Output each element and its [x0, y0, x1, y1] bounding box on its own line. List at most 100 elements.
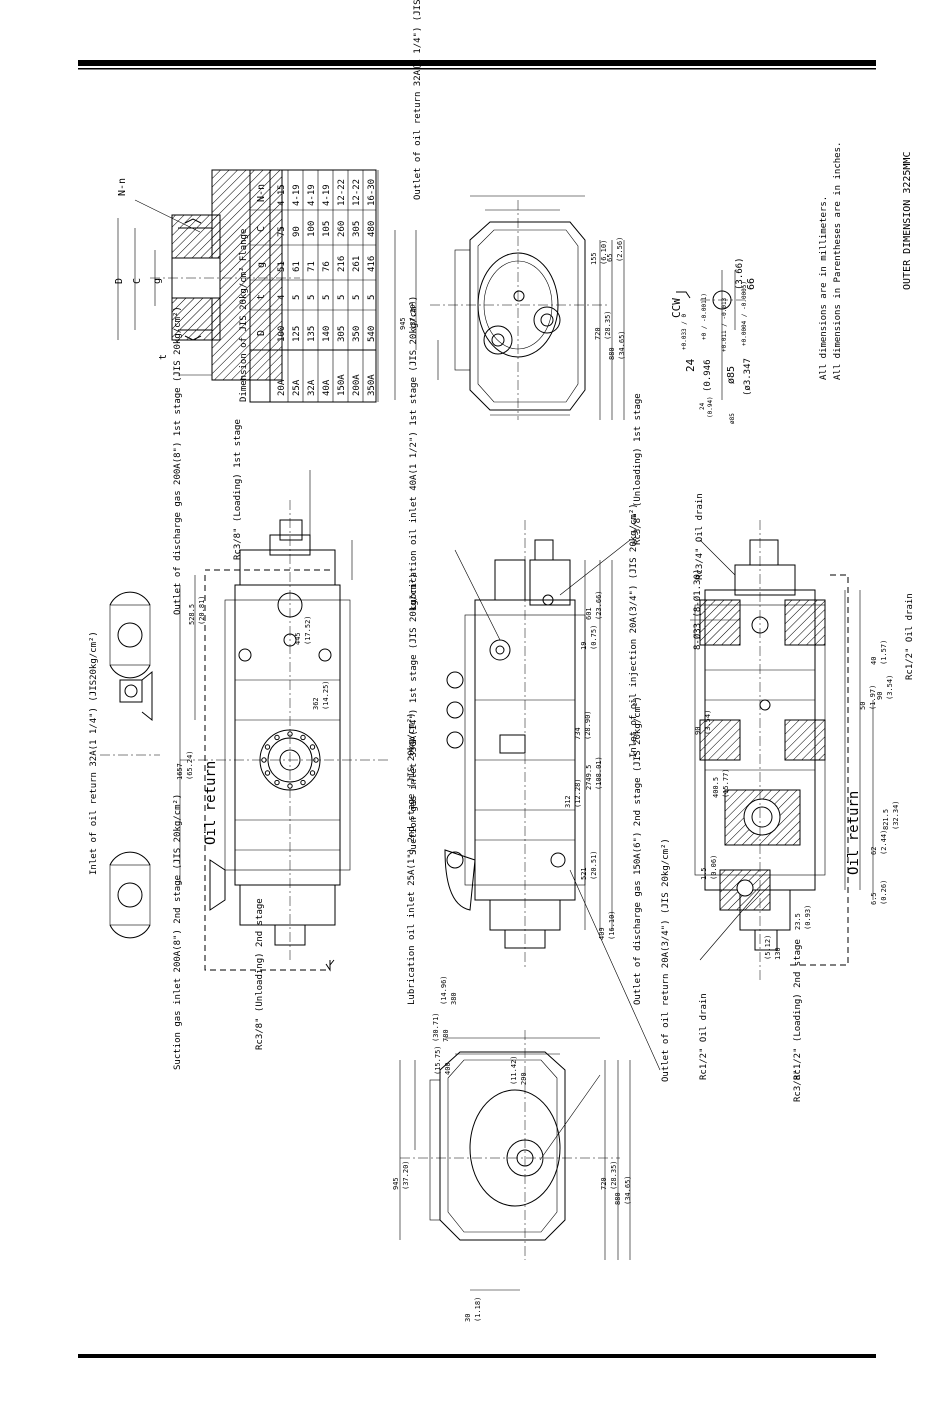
flange-cell-d: 125	[292, 326, 302, 342]
label-rc12-oil-drain-b: Rc1/2" Oil drain	[699, 993, 709, 1080]
compressor-view-right	[694, 520, 874, 980]
flange-table: Dimension of JIS 20kg/cm² Flange 20A 100 4…	[239, 169, 379, 403]
flange-cell-c: 260	[337, 221, 347, 237]
shaft-dim-85-small: ø85	[729, 413, 736, 424]
flange-table-title: Dimension of JIS 20kg/cm² Flange	[239, 229, 249, 402]
side-flange-left	[100, 591, 160, 939]
dim-d30: 30	[464, 1314, 472, 1322]
dim-d50: 50	[859, 702, 867, 710]
dim-d880a-in: (34.65)	[618, 330, 626, 360]
dim-d90: 90	[694, 727, 702, 735]
flange-cell-c: 100	[307, 221, 317, 237]
flange-cell-nn: 12-22	[352, 179, 362, 206]
label-outlet-oil-return-32a: Outlet of oil return 32A(1 1/4") (JIS 20…	[413, 0, 423, 200]
flange-cell-c: 90	[292, 226, 302, 237]
flange-cell-d: 140	[322, 326, 332, 342]
dim-d409-in: (16.10)	[608, 910, 616, 940]
flange-cell-g: 216	[337, 256, 347, 272]
label-rc34-oil-drain: Rc3/4" Oil drain	[695, 493, 705, 580]
dim-d880b: 880	[614, 1192, 622, 1205]
label-rc12-oil-drain: Rc1/2" Oil drain	[905, 593, 915, 680]
flange-cell-size: 20A	[277, 379, 287, 396]
flange-cell-g: 71	[307, 261, 317, 272]
end-view-lower	[399, 1030, 631, 1291]
top-border-rule-thin	[78, 68, 876, 70]
dim-d601: 601	[585, 607, 593, 620]
flange-cell-g: 76	[322, 261, 332, 272]
flange-cell-g: 61	[292, 261, 302, 272]
flange-cell-size: 350A	[367, 374, 377, 396]
dim-d720a-in: (28.35)	[604, 310, 612, 340]
dim-d821-5-in: (32.34)	[892, 800, 900, 830]
flange-cell-size: 150A	[337, 374, 347, 396]
col-head-d: D	[256, 330, 267, 336]
flange-label-t: t	[158, 354, 169, 360]
label-outlet-discharge-2nd: Outlet of discharge gas 150A(6") 2nd sta…	[633, 696, 643, 1005]
flange-cell-t: 5	[322, 295, 332, 300]
shaft-dim-66-in: (3.66)	[735, 257, 745, 290]
dim-d720b: 720	[600, 1177, 608, 1190]
shaft-dim-24-small: 24	[699, 402, 706, 410]
dim-d880a: 880	[608, 347, 616, 360]
dim-d1-5: 1.5	[700, 867, 708, 880]
flange-cell-d: 100	[277, 326, 287, 342]
dim-d400-5: 400.5	[712, 777, 720, 798]
shaft-dim-85-tol: +0.011 / -0.013	[721, 297, 728, 352]
sheet-title: OUTER DIMENSION 3225MMC	[902, 152, 913, 290]
label-holes: 8-Ø33 (8-Ø1.30)	[692, 569, 703, 650]
dim-d2749: 2749.5	[585, 765, 593, 790]
dim-d40: 40	[870, 657, 878, 665]
dim-d90-in: (3.54)	[704, 710, 712, 735]
dim-d601-in: (23.66)	[595, 590, 603, 620]
dim-d23-5: 23.5	[794, 913, 802, 930]
dim-d400: 400	[444, 1062, 452, 1075]
dim-d720a: 720	[594, 327, 602, 340]
dim-d734-in: (28.90)	[584, 710, 592, 740]
dim-d90b: 90	[876, 692, 884, 700]
flange-cell-g: 416	[367, 256, 377, 272]
flange-cell-t: 5	[292, 295, 302, 300]
compressor-view-middle	[444, 520, 613, 970]
shaft-detail: CCW	[670, 270, 745, 400]
dim-d521-in: (20.51)	[590, 850, 598, 880]
dim-d130-in: (5.12)	[764, 935, 772, 960]
dim-d6-5: 6.5	[870, 892, 878, 905]
shaft-dim-24-in-tol: +0 / -0.0011)	[701, 293, 708, 340]
shaft-dim-66: 66	[746, 278, 757, 290]
flange-cell-c: 105	[322, 221, 332, 237]
dim-d380-in: (14.96)	[440, 975, 448, 1005]
compressor-view-top	[179, 470, 390, 972]
dim-d821-5: 821.5	[882, 809, 890, 830]
label-rc38-loading-1st: Rc3/8" (Loading) 1st stage	[233, 419, 243, 560]
flange-cell-d: 350	[352, 326, 362, 342]
flange-cell-c: 305	[352, 221, 362, 237]
flange-label-c: C	[132, 278, 143, 284]
dim-d528-in: (20.81)	[198, 595, 206, 625]
col-head-t: t	[256, 294, 267, 300]
dim-d290-in: (11.42)	[510, 1055, 518, 1085]
dim-d65a-in: (2.56)	[616, 237, 624, 262]
dim-d880b-in: (34.65)	[624, 1175, 632, 1205]
flange-label-nn: N-n	[117, 178, 128, 196]
dim-d40-in: (1.57)	[880, 640, 888, 665]
dim-d945b-in: (37.20)	[402, 1160, 410, 1190]
dim-d780: 780	[442, 1029, 450, 1042]
dim-d62: 62	[870, 847, 878, 855]
dim-d400-in: (15.75)	[434, 1045, 442, 1075]
flange-cell-t: 5	[337, 295, 347, 300]
dim-d1657-in: (65.24)	[186, 750, 194, 780]
shaft-dim-24-small-in: (0.94)	[707, 396, 714, 418]
flange-cell-g: 51	[277, 261, 287, 272]
flange-cell-size: 32A	[307, 379, 317, 396]
flange-cell-size: 25A	[292, 379, 302, 396]
flange-label-g: g	[152, 278, 163, 284]
label-rc38: Rc3/8"	[793, 1069, 803, 1102]
dim-d312: 312	[564, 795, 572, 808]
col-head-nn: N-n	[256, 184, 267, 202]
note-mm: All dimensions are in millimeters.	[819, 196, 829, 380]
dim-d65a: 65	[606, 254, 614, 262]
flange-cell-g: 261	[352, 256, 362, 272]
dim-d155a-in: (6.10)	[600, 240, 608, 265]
